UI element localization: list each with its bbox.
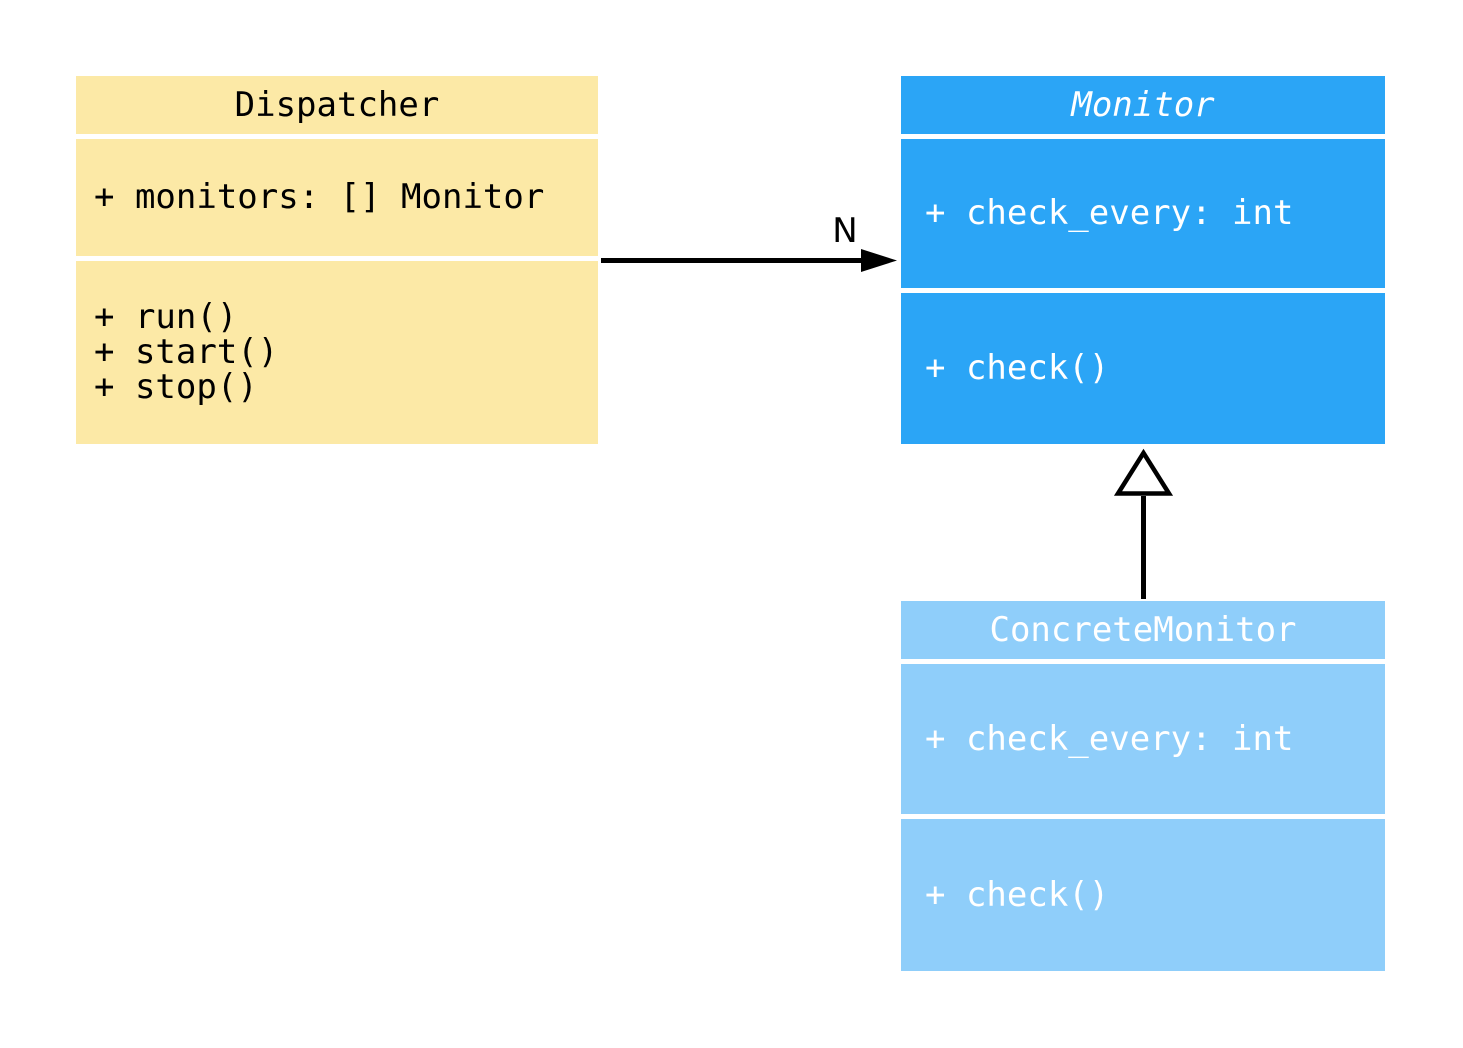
filled-arrowhead-icon <box>861 249 897 272</box>
attributes-section-monitor: + check_every: int <box>901 139 1385 288</box>
class-title-monitor: Monitor <box>901 76 1385 134</box>
class-box-monitor: Monitor + check_every: int + check() <box>901 76 1385 444</box>
methods-section-monitor: + check() <box>901 293 1385 444</box>
inheritance-arrow-concrete-monitor-to-monitor <box>1113 448 1174 599</box>
class-title-dispatcher: Dispatcher <box>76 76 598 134</box>
class-title-concrete-monitor: ConcreteMonitor <box>901 601 1385 659</box>
attribute-line: + check_every: int <box>925 718 1294 759</box>
class-name: Dispatcher <box>234 85 440 125</box>
class-box-dispatcher: Dispatcher + monitors: [] Monitor + run(… <box>76 76 598 444</box>
attributes-section-dispatcher: + monitors: [] Monitor <box>76 139 598 256</box>
class-box-concrete-monitor: ConcreteMonitor + check_every: int + che… <box>901 601 1385 971</box>
hollow-triangle-icon <box>1113 448 1174 496</box>
attribute-line: + monitors: [] Monitor <box>94 177 545 217</box>
method-line: + stop() <box>94 367 258 407</box>
class-name: Monitor <box>1071 85 1215 125</box>
method-line: + start() <box>94 332 279 372</box>
attributes-section-concrete-monitor: + check_every: int <box>901 664 1385 814</box>
method-line: + run() <box>94 297 238 337</box>
attribute-line: + check_every: int <box>925 193 1294 233</box>
method-line: + check() <box>925 348 1110 388</box>
methods-section-dispatcher: + run() + start() + stop() <box>76 261 598 444</box>
association-multiplicity-label: N <box>832 211 858 251</box>
method-line: + check() <box>925 874 1110 915</box>
association-arrow-dispatcher-to-monitor <box>601 249 897 272</box>
methods-section-concrete-monitor: + check() <box>901 819 1385 971</box>
class-name: ConcreteMonitor <box>989 610 1297 650</box>
